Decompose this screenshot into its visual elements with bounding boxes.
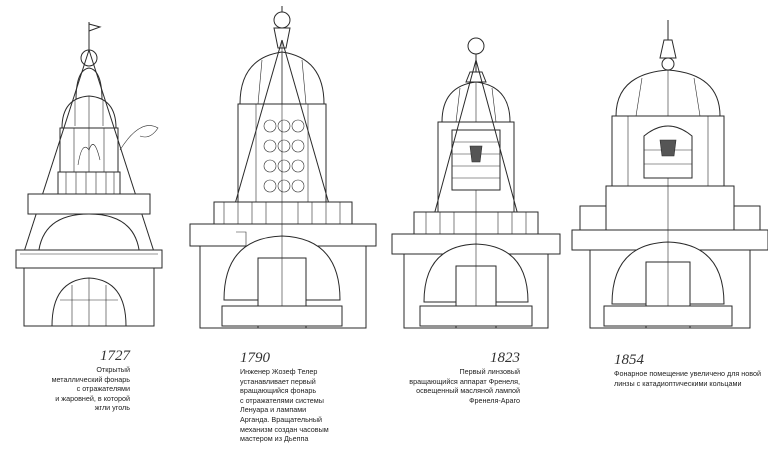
caption-text: Инженер Жозеф Телер устанавливает первый… <box>240 367 329 444</box>
lantern-1790-drawing <box>189 6 377 329</box>
caption-year: 1727 <box>100 348 130 364</box>
caption-year: 1854 <box>614 352 644 368</box>
caption-1727: 1727 Открытый металлический фонарь с отр… <box>22 348 130 413</box>
caption-text: Фонарное помещение увеличено для новой л… <box>614 369 762 388</box>
caption-text: Открытый металлический фонарь с отражате… <box>51 365 130 413</box>
caption-1790: 1790 Инженер Жозеф Телер устанавливает п… <box>240 350 352 444</box>
lantern-1854-drawing <box>571 20 768 329</box>
caption-year: 1823 <box>490 350 520 366</box>
caption-year: 1790 <box>240 350 270 366</box>
caption-1854: 1854 Фонарное помещение увеличено для но… <box>614 352 764 388</box>
lantern-1823-drawing <box>391 37 561 329</box>
lantern-1727-drawing <box>15 22 163 327</box>
caption-1823: 1823 Первый линзовый вращающийся аппарат… <box>408 350 520 405</box>
caption-text: Первый линзовый вращающийся аппарат Френ… <box>409 367 520 405</box>
